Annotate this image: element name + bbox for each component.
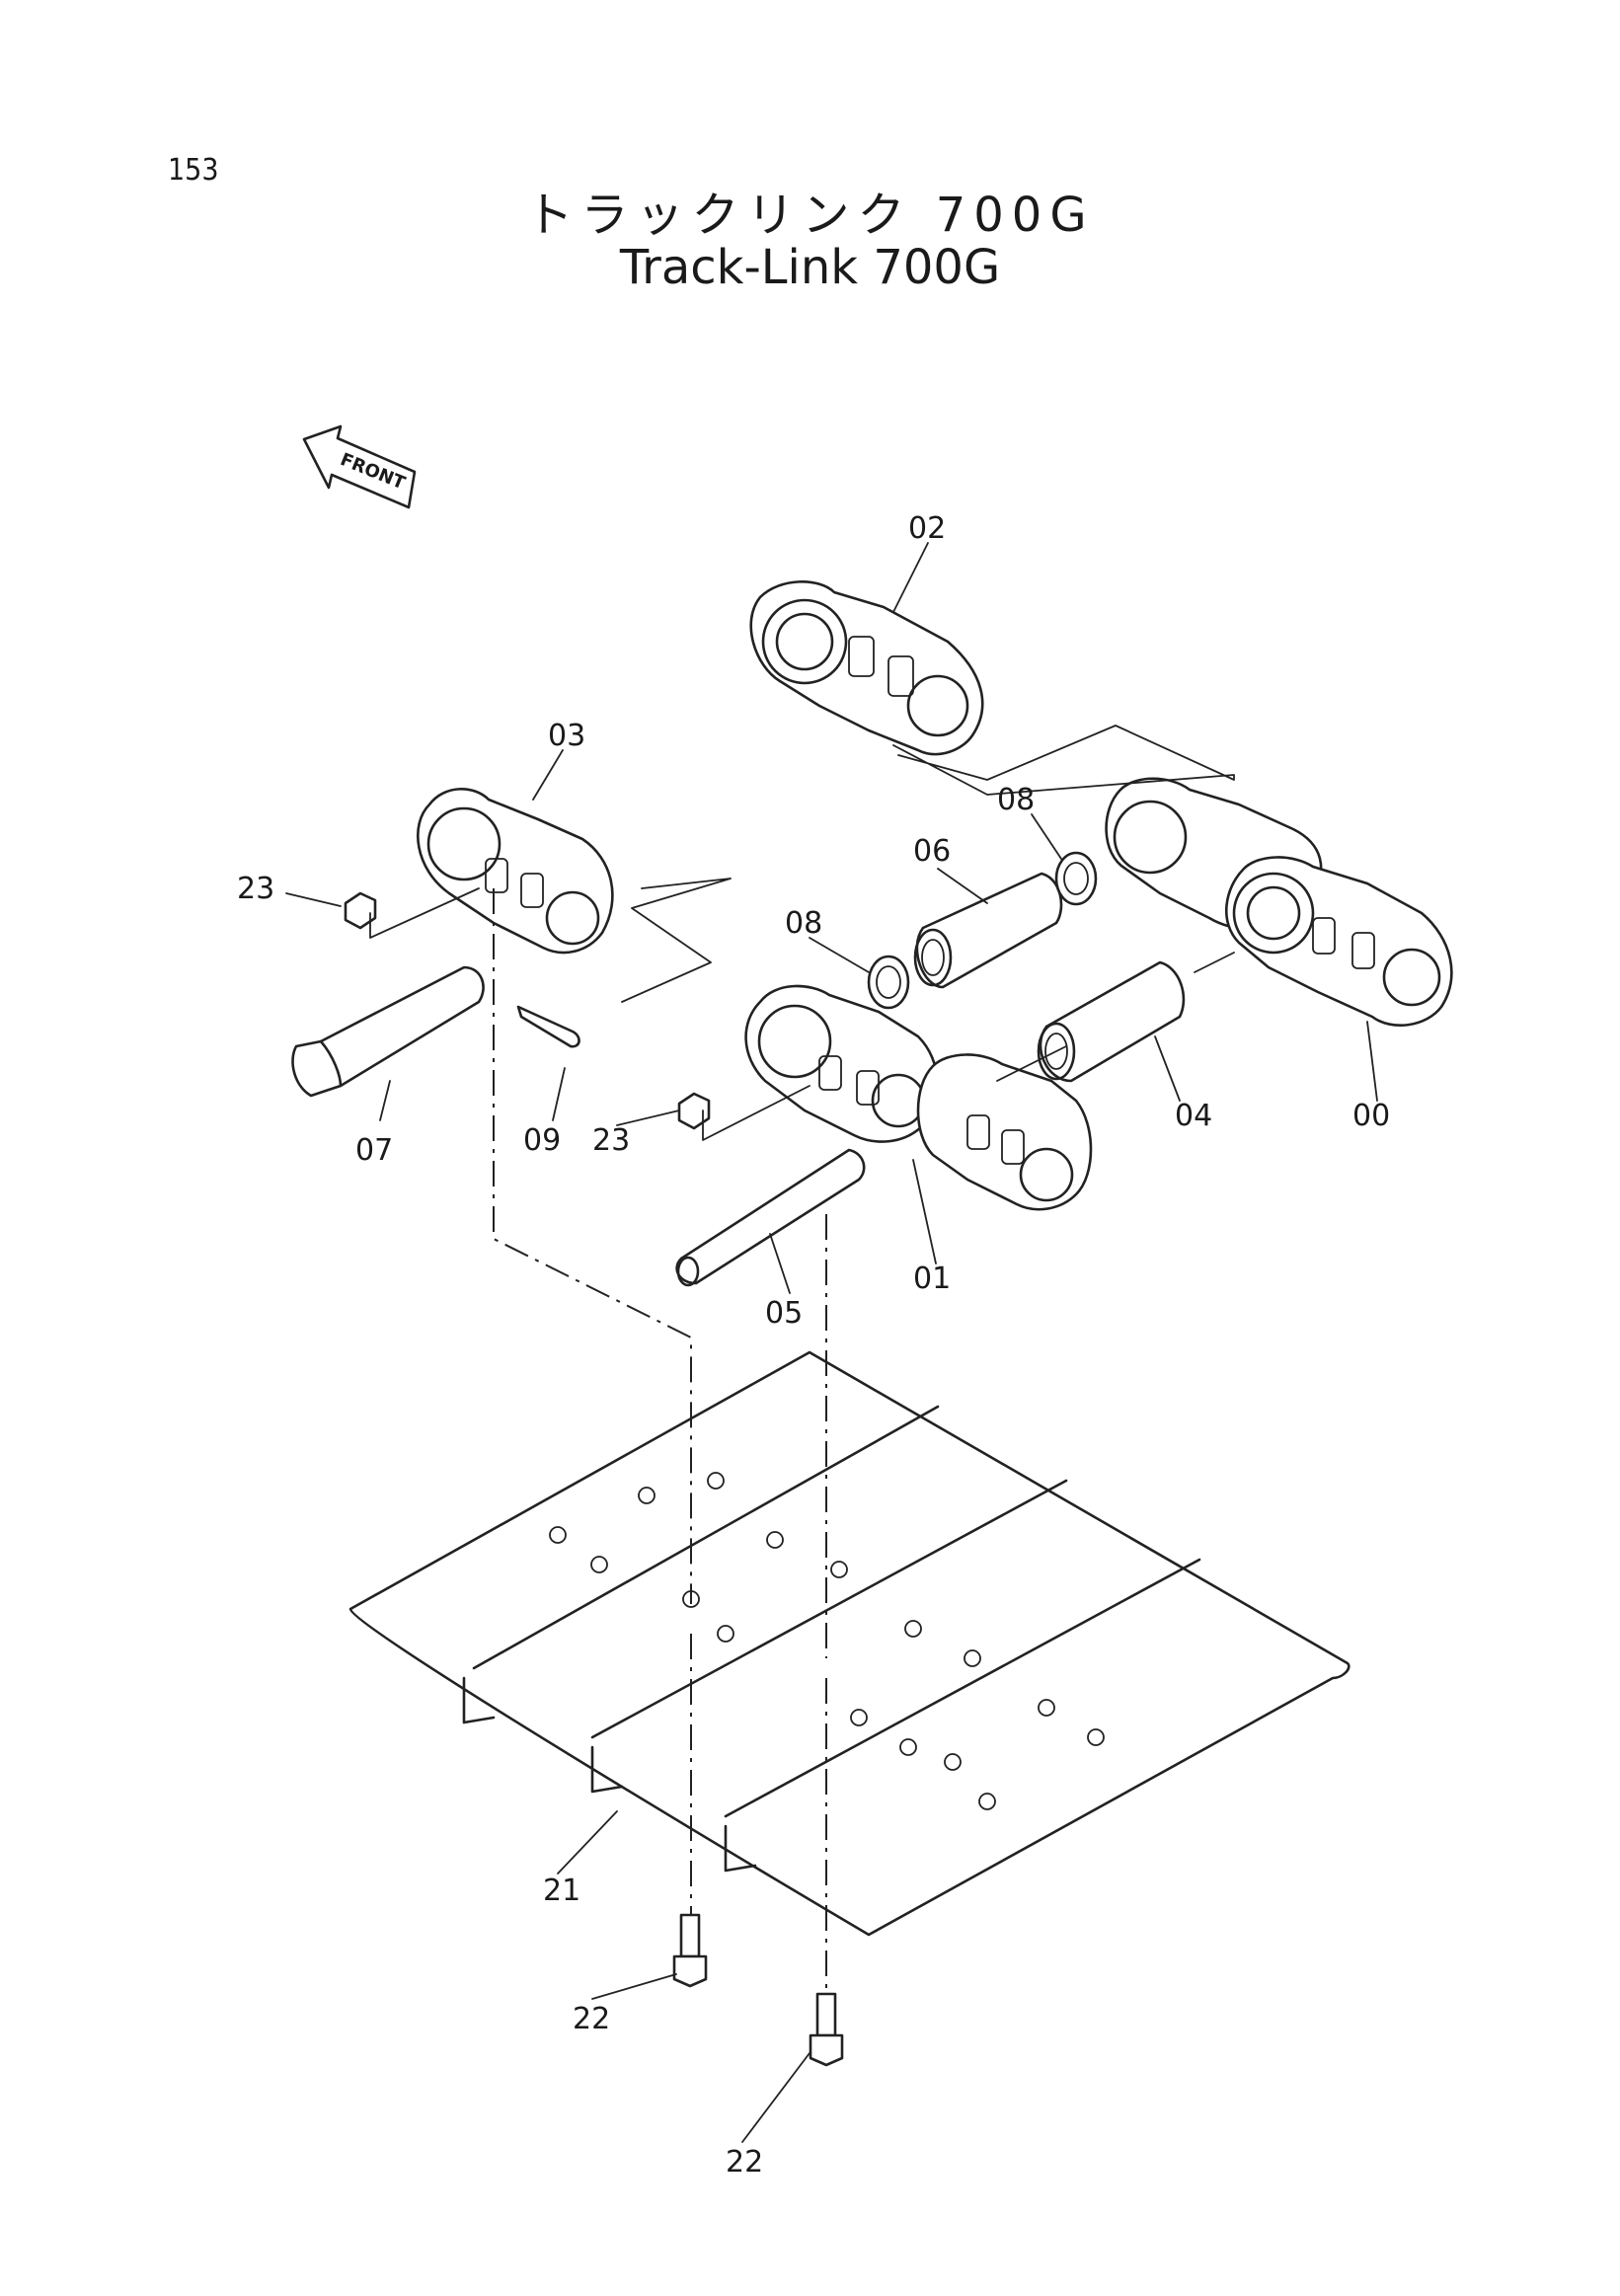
link-01-part <box>744 984 939 1143</box>
callout-08-left: 08 <box>785 906 822 941</box>
callout-23-right: 23 <box>592 1123 630 1158</box>
callout-21: 21 <box>543 1874 580 1908</box>
seal-08-right-part <box>1054 851 1098 906</box>
bushing-04-part <box>1037 960 1186 1083</box>
bushing-06-part <box>913 872 1063 989</box>
callout-09: 09 <box>523 1123 561 1158</box>
cotter-pin-09-part <box>516 1005 580 1048</box>
link-02-part <box>749 580 984 756</box>
callout-22-left: 22 <box>573 2002 610 2036</box>
callout-02: 02 <box>908 511 946 546</box>
callout-03: 03 <box>548 719 585 753</box>
seal-08-left-part <box>867 955 910 1010</box>
front-arrow-icon: FRONT <box>302 424 417 509</box>
link-03-part <box>417 788 614 955</box>
title-japanese: トラックリンク 700G <box>525 188 1095 243</box>
title-english: Track-Link 700G <box>619 240 1001 295</box>
callout-07: 07 <box>355 1133 393 1168</box>
callout-22-right: 22 <box>726 2145 763 2180</box>
callout-01: 01 <box>913 1262 951 1296</box>
callout-06: 06 <box>913 834 951 869</box>
pin-05-part <box>675 1148 866 1287</box>
nut-23-right-part <box>677 1092 711 1130</box>
bolt-22-left-part <box>672 1913 708 1988</box>
callout-23-left: 23 <box>237 872 274 906</box>
master-pin-07-part <box>291 965 485 1098</box>
callout-05: 05 <box>765 1296 803 1331</box>
assembly-guide-lines <box>369 725 1235 1994</box>
callout-04: 04 <box>1175 1099 1212 1133</box>
link-01-rear-part <box>916 1053 1093 1211</box>
callout-08-right: 08 <box>997 783 1035 817</box>
link-00-front-part <box>1225 856 1453 1028</box>
nut-23-left-part <box>344 891 377 930</box>
callout-00: 00 <box>1352 1099 1390 1133</box>
page-number: 153 <box>168 153 219 188</box>
track-shoe-21-part <box>348 1350 1350 1937</box>
bolt-22-right-part <box>809 1992 844 2067</box>
leader-lines <box>285 542 1378 2143</box>
